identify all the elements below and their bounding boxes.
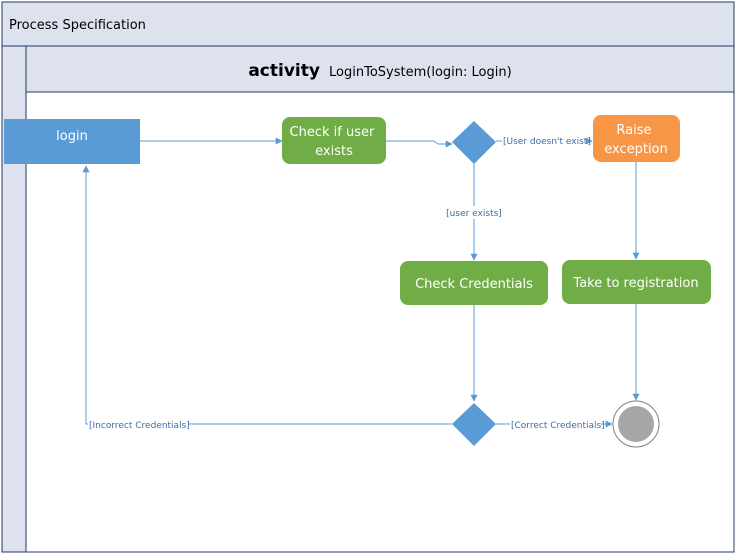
- edge-label-incorrect-credentials: [Incorrect Credentials]: [88, 418, 190, 431]
- node-check-user-line1: Check if user: [290, 125, 375, 140]
- node-check-user-label: Check if user exists: [290, 125, 379, 159]
- header-title: Process Specification: [9, 18, 146, 33]
- edge-label-text: [Incorrect Credentials]: [89, 421, 190, 431]
- node-login-label: login: [56, 129, 88, 144]
- node-raise-line1: Raise: [616, 123, 651, 138]
- node-raise-label: Raise exception: [604, 123, 668, 157]
- node-take-to-registration[interactable]: Take to registration: [562, 260, 711, 304]
- edge-label-text: [Correct Credentials]: [511, 421, 605, 431]
- header-band: [1, 1, 735, 47]
- final-node[interactable]: [612, 400, 660, 448]
- decision-node[interactable]: [452, 121, 496, 164]
- edge-label-user-exists: [user exists]: [446, 206, 502, 219]
- edge-label-user-doesnt-exist: [User doesn't exist]: [502, 134, 591, 147]
- node-raise-exception[interactable]: Raise exception: [593, 115, 680, 162]
- activity-title-band: [25, 45, 735, 93]
- node-check-user-line2: exists: [315, 144, 353, 159]
- edge-check-to-decision: [386, 140, 453, 148]
- merge-node[interactable]: [452, 403, 496, 446]
- edge-merge-to-login: [82, 165, 452, 425]
- activity-keyword: activity: [248, 61, 320, 81]
- edge-label-text: [User doesn't exist]: [503, 137, 591, 147]
- node-check-credentials[interactable]: Check Credentials: [400, 261, 548, 305]
- node-registration-label: Take to registration: [572, 276, 698, 291]
- node-check-credentials-label: Check Credentials: [415, 277, 533, 292]
- node-login[interactable]: login: [4, 119, 140, 164]
- edge-label-text: [user exists]: [446, 209, 502, 219]
- node-check-user-exists[interactable]: Check if user exists: [282, 117, 386, 164]
- edge-label-correct-credentials: [Correct Credentials]: [510, 418, 605, 431]
- activity-title: activity LoginToSystem(login: Login): [248, 61, 511, 81]
- activity-signature: LoginToSystem(login: Login): [329, 65, 512, 80]
- node-raise-line2: exception: [604, 142, 668, 157]
